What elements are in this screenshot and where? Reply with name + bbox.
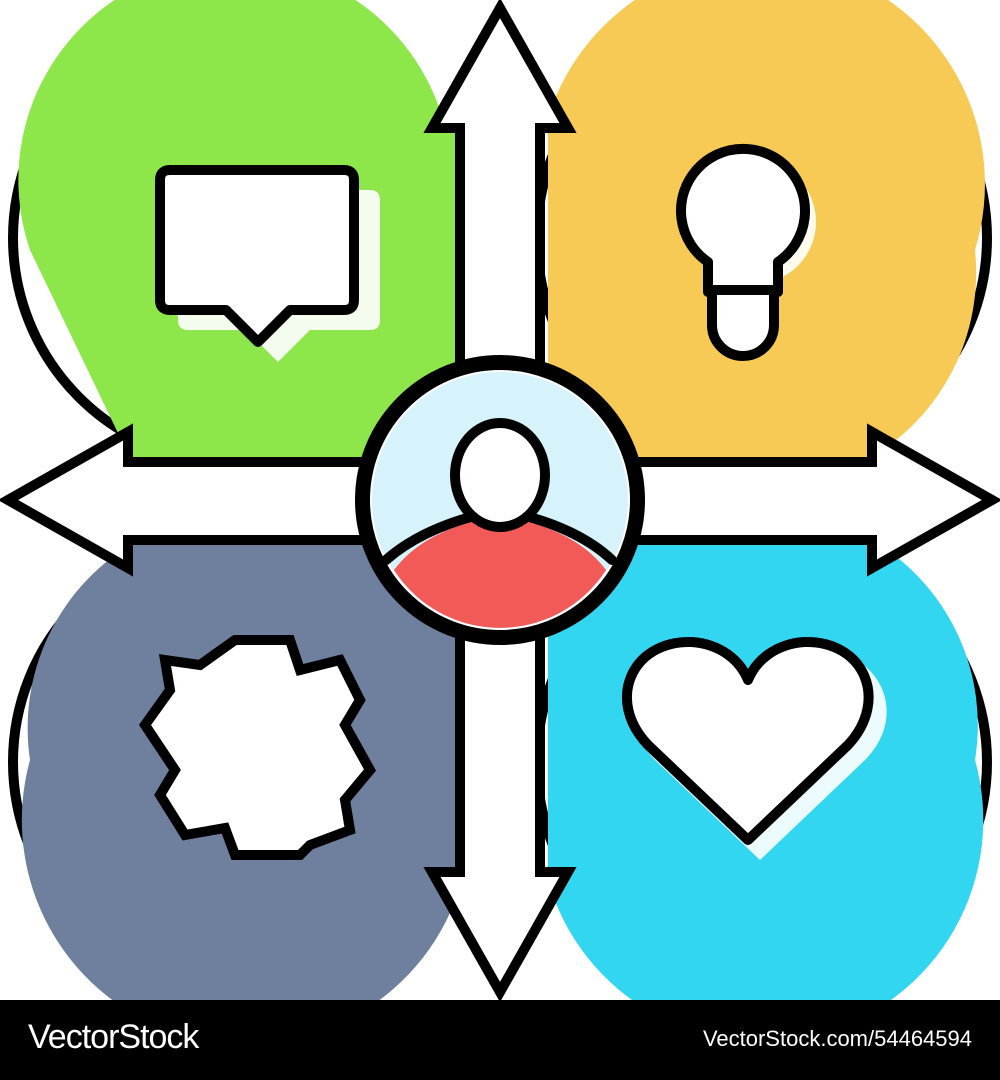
center-person-circle xyxy=(355,355,645,645)
gear-icon xyxy=(138,635,377,860)
heart-icon xyxy=(622,636,887,860)
brand-logo-text: VectorStock xyxy=(28,1018,199,1056)
speech-bubble-icon xyxy=(155,165,380,362)
watermark-bar: VectorStock VectorStock.com/54464594 xyxy=(0,1000,1000,1080)
light-bulb-icon xyxy=(676,143,816,361)
image-id-text: VectorStock.com/54464594 xyxy=(702,1026,972,1051)
diagram-canvas xyxy=(0,0,1000,1000)
